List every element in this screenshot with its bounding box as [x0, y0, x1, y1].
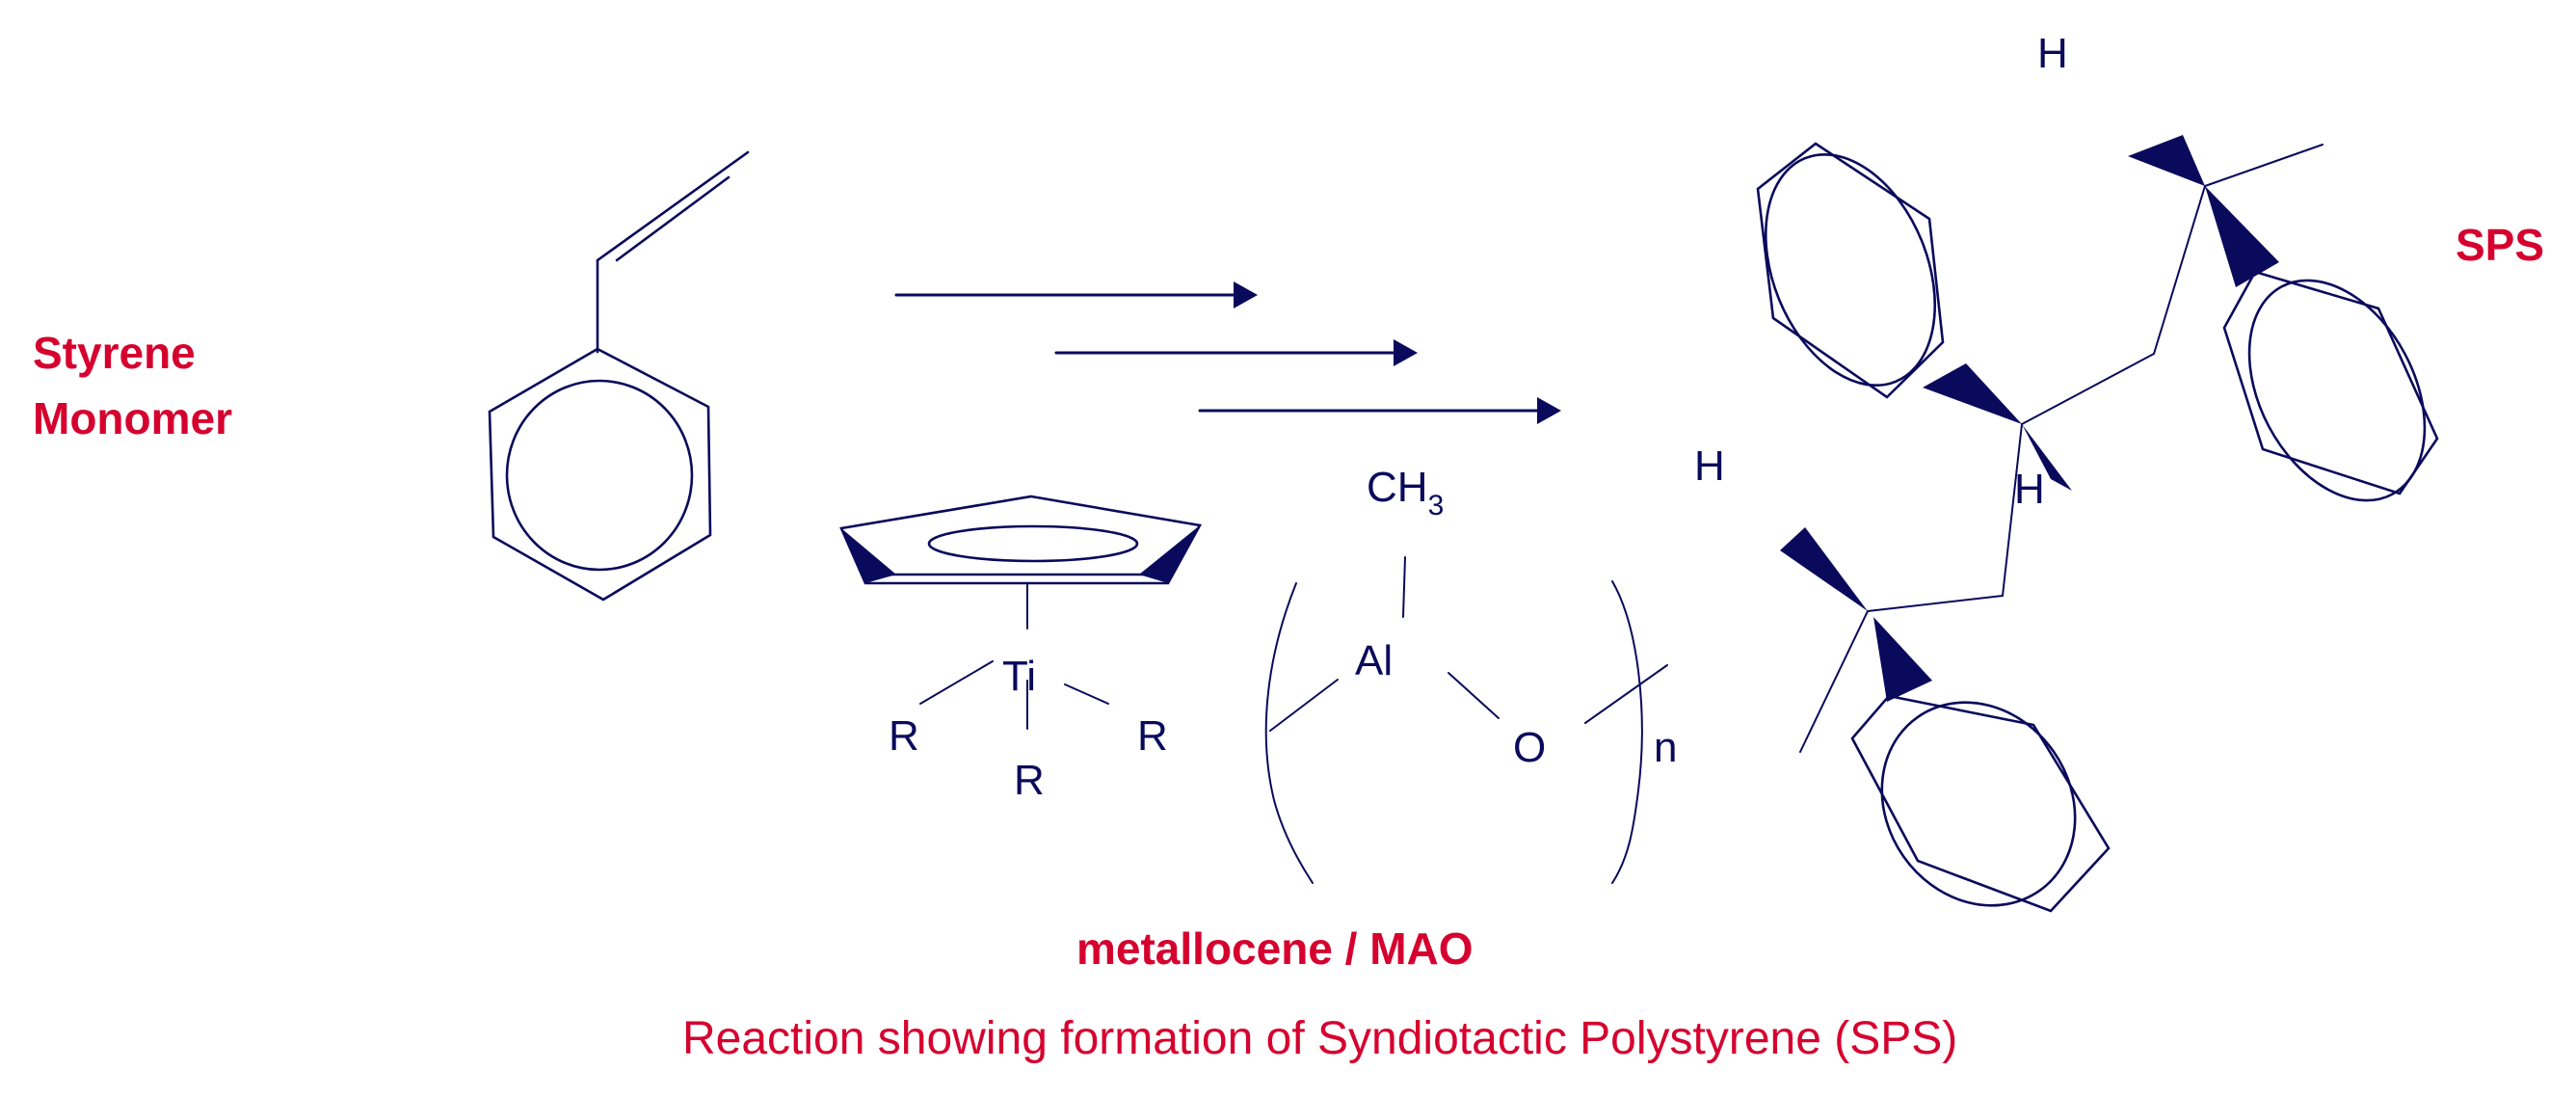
- oxygen-atom: O: [1513, 724, 1546, 771]
- hydrogen-left: H: [1694, 442, 1725, 490]
- mao-structure: [1264, 556, 1668, 884]
- ligand-r-right: R: [1137, 712, 1168, 760]
- styrene-structure: [488, 150, 750, 602]
- reaction-arrows: [894, 281, 1561, 424]
- sps-structure: [1756, 135, 2439, 913]
- repeat-subscript: n: [1654, 724, 1677, 771]
- hydrogen-center: H: [2014, 466, 2045, 513]
- ligand-r-left: R: [889, 712, 919, 760]
- ligand-r-bottom: R: [1014, 757, 1045, 804]
- titanium-atom: Ti: [1002, 653, 1036, 700]
- hydrogen-top: H: [2037, 30, 2068, 77]
- styrene-label-line1: Styrene: [33, 328, 196, 378]
- figure-caption: Reaction showing formation of Syndiotact…: [682, 1013, 1957, 1064]
- aluminum-atom: Al: [1355, 637, 1393, 684]
- sps-label: SPS: [2456, 220, 2544, 270]
- catalyst-label: metallocene / MAO: [1076, 923, 1474, 974]
- methyl-group: CH3: [1367, 464, 1444, 522]
- styrene-label-line2: Monomer: [33, 393, 232, 443]
- metallocene-structure: [839, 495, 1203, 730]
